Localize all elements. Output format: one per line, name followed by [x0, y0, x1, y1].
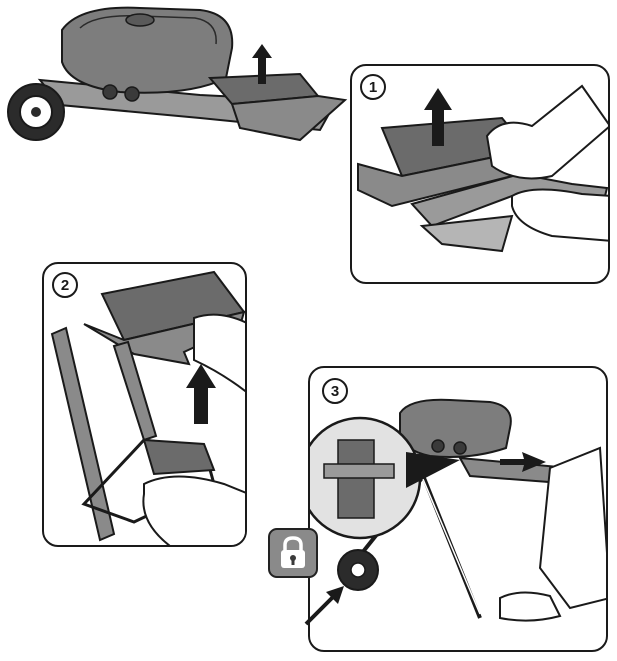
arrow-up-icon	[252, 44, 272, 84]
step-1-panel: 1	[350, 64, 610, 284]
arrow-diagonal-icon	[304, 586, 344, 626]
step-2-panel: 2	[42, 262, 247, 547]
step-3-illustration	[310, 398, 606, 622]
overview-grill-illustration	[7, 6, 348, 142]
step-number-badge: 3	[322, 378, 348, 404]
step-3-panel: 3	[308, 366, 608, 652]
step-2-illustration	[50, 270, 245, 545]
arrow-up-icon	[424, 88, 452, 146]
step-number-badge: 1	[360, 74, 386, 100]
arrow-right-icon	[500, 452, 546, 472]
lock-icon	[268, 528, 318, 578]
arrow-up-icon	[186, 364, 216, 424]
step-1-illustration	[357, 84, 608, 253]
step-number-badge: 2	[52, 272, 78, 298]
